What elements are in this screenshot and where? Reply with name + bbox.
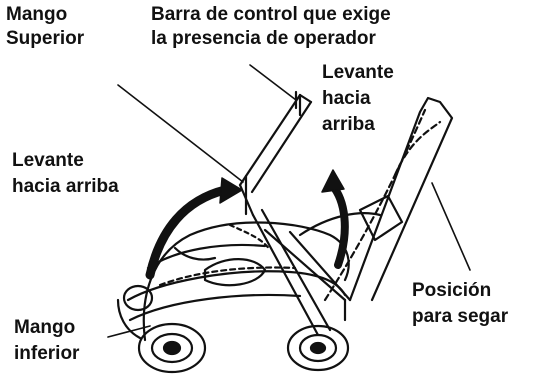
leader-control-bar — [249, 64, 297, 101]
leader-lines — [107, 64, 471, 338]
mower-deck — [116, 221, 350, 342]
back-wheel-left — [122, 284, 154, 312]
lift-up-left-label: Levante hacia arriba — [12, 150, 119, 197]
control-bar-label: Barra de control que exige la presencia … — [151, 4, 391, 49]
lift-up-arrow-left — [145, 177, 243, 280]
lift-up-arrow-right — [321, 169, 349, 269]
lift-up-right-label: Levante hacia arriba — [322, 62, 394, 135]
mowing-position-label: Posición para segar — [412, 280, 509, 327]
lower-handle-label: Mango inferior — [14, 317, 80, 364]
front-wheel — [137, 322, 207, 374]
leader-lower-handle — [107, 325, 151, 338]
rear-wheel — [286, 324, 350, 372]
upper-handle-label: Mango Superior — [6, 4, 85, 49]
leader-mowing-position — [431, 182, 471, 271]
upper-handle-raised — [238, 93, 332, 337]
leader-upper-handle — [117, 84, 244, 183]
operator-control-bar — [294, 90, 302, 117]
